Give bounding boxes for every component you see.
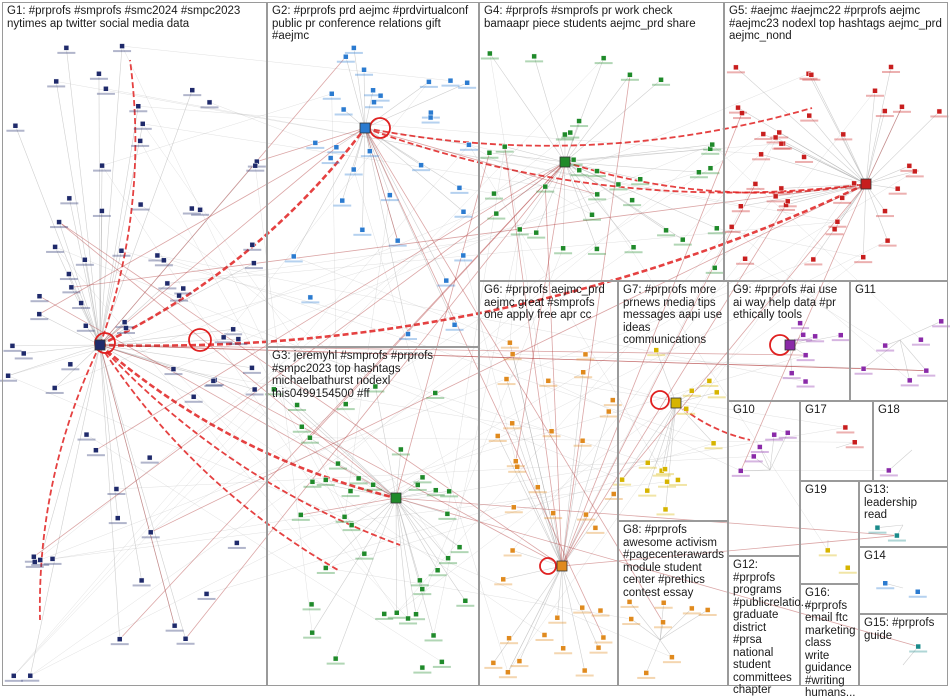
group-label-g13: G13: leadership read	[864, 484, 943, 522]
group-box-g2: G2: #prprofs prd aejmc #prdvirtualconf p…	[267, 2, 479, 347]
group-label-g17: G17	[805, 404, 868, 417]
group-box-g18: G18	[873, 401, 948, 481]
group-box-g7: G7: #prprofs more prnews media tips mess…	[618, 281, 728, 521]
group-box-g9: G9: #prprofs #ai use ai way help data #p…	[728, 281, 850, 401]
group-label-g16: G16: #prprofs email ftc marketing class …	[805, 587, 854, 700]
group-box-g5: G5: #aejmc #aejmc22 #prprofs aejmc #aejm…	[724, 2, 948, 281]
group-box-g17: G17	[800, 401, 873, 481]
group-label-g4: G4: #prprofs #smprofs pr work check bama…	[484, 5, 719, 30]
group-label-g10: G10	[733, 404, 795, 417]
group-box-g8: G8: #prprofs awesome activism #pagecente…	[618, 521, 728, 686]
group-label-g5: G5: #aejmc #aejmc22 #prprofs aejmc #aejm…	[729, 5, 943, 43]
group-box-g12: G12: #prprofs programs #publicrelatio...…	[728, 556, 800, 686]
group-box-g19: G19	[800, 481, 859, 584]
group-label-g8: G8: #prprofs awesome activism #pagecente…	[623, 524, 723, 599]
group-box-g11: G11	[850, 281, 948, 401]
group-label-g14: G14	[864, 550, 943, 563]
group-label-g19: G19	[805, 484, 854, 497]
group-box-g3: G3: jeremyhl #smprofs #prprofs #smpc2023…	[267, 347, 479, 686]
group-label-g18: G18	[878, 404, 943, 417]
group-label-g15: G15: #prprofs guide	[864, 617, 943, 642]
group-box-g16: G16: #prprofs email ftc marketing class …	[800, 584, 859, 686]
group-label-g9: G9: #prprofs #ai use ai way help data #p…	[733, 284, 845, 322]
group-label-g7: G7: #prprofs more prnews media tips mess…	[623, 284, 723, 347]
group-box-g14: G14	[859, 547, 948, 614]
group-box-g1: G1: #prprofs #smprofs #smc2024 #smpc2023…	[2, 2, 267, 686]
group-label-g2: G2: #prprofs prd aejmc #prdvirtualconf p…	[272, 5, 474, 43]
group-box-g15: G15: #prprofs guide	[859, 614, 948, 686]
group-label-g12: G12: #prprofs programs #publicrelatio...…	[733, 559, 795, 697]
group-label-g6: G6: #prprofs aejmc_prd aejmc great #smpr…	[484, 284, 613, 322]
group-box-g4: G4: #prprofs #smprofs pr work check bama…	[479, 2, 724, 281]
group-label-g3: G3: jeremyhl #smprofs #prprofs #smpc2023…	[272, 350, 474, 400]
group-box-g6: G6: #prprofs aejmc_prd aejmc great #smpr…	[479, 281, 618, 686]
group-label-g11: G11	[855, 284, 943, 297]
group-box-g10: G10	[728, 401, 800, 556]
group-box-g13: G13: leadership read	[859, 481, 948, 547]
group-label-g1: G1: #prprofs #smprofs #smc2024 #smpc2023…	[7, 5, 262, 30]
